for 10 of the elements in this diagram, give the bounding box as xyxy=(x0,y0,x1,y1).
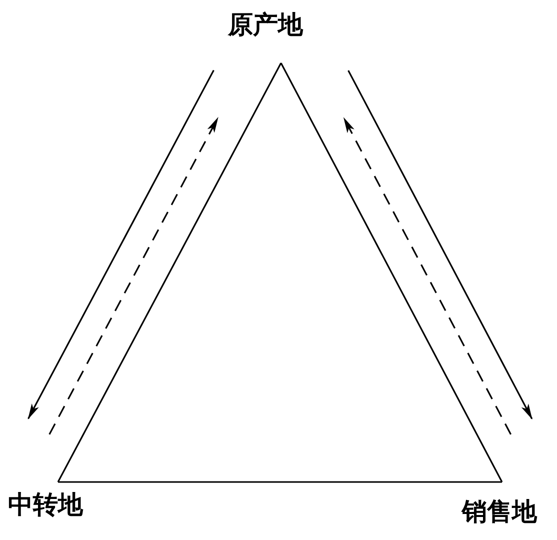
place-label: 销售地 xyxy=(462,497,537,527)
place-label: 原产地 xyxy=(228,10,303,40)
flow-arrow xyxy=(28,70,214,420)
triangle-side xyxy=(57,62,282,482)
flow-arrow xyxy=(343,117,512,435)
triangle-side xyxy=(58,481,502,483)
flow-arrow xyxy=(348,70,533,420)
triangle-side xyxy=(280,62,503,482)
flow-arrow xyxy=(48,116,219,435)
place-label: 中转地 xyxy=(8,490,83,520)
